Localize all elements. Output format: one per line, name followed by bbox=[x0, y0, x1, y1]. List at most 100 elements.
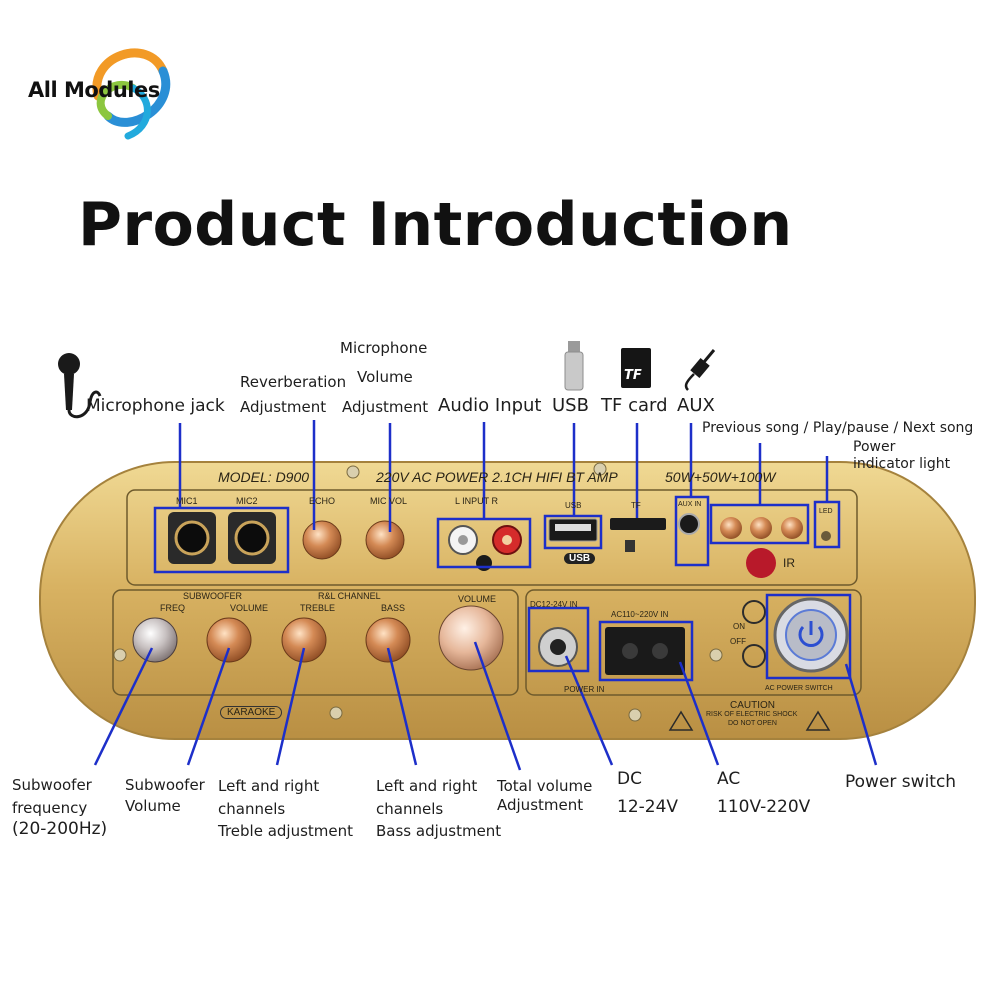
screw bbox=[329, 706, 343, 720]
plate-ir: IR bbox=[783, 556, 795, 570]
caution-triangle-icon bbox=[805, 710, 831, 731]
plate-model: MODEL: D900 bbox=[218, 469, 310, 485]
plate-usb: USB bbox=[565, 501, 582, 510]
plate-caution-sub1: RISK OF ELECTRIC SHOCK bbox=[706, 711, 798, 718]
callout-power-light-line2: indicator light bbox=[853, 456, 951, 472]
tf-card-glyph: TF bbox=[624, 368, 642, 383]
aux-plug-icon bbox=[684, 349, 716, 391]
tf-slot bbox=[610, 518, 666, 530]
plate-echo: ECHO bbox=[309, 496, 336, 506]
callout-sub-freq-line3: (20-200Hz) bbox=[12, 819, 108, 839]
logo-text: All Modules bbox=[28, 78, 160, 102]
callout-power-light-line1: Power bbox=[853, 439, 896, 455]
play-pause-knob bbox=[750, 517, 772, 539]
callout-bass-line1: Left and right bbox=[376, 777, 478, 795]
plate-led: LED bbox=[819, 508, 833, 515]
plate-caution-sub2: DO NOT OPEN bbox=[728, 720, 777, 727]
callout-bass-line2: channels bbox=[376, 800, 444, 818]
plate-subwoofer: SUBWOOFER bbox=[183, 591, 243, 601]
aux-jack bbox=[678, 513, 700, 535]
plate-mic-vol: MIC VOL bbox=[370, 496, 408, 506]
total-volume-knob bbox=[438, 605, 504, 671]
plate-input: L INPUT R bbox=[455, 496, 499, 506]
plate-tf: TF bbox=[631, 501, 641, 510]
brand-logo: All Modules bbox=[28, 36, 198, 146]
screw bbox=[346, 465, 360, 479]
callout-mic-volume-line3: Adjustment bbox=[342, 398, 429, 416]
callout-ac-line1: AC bbox=[717, 769, 741, 789]
ir-receiver-small bbox=[476, 555, 492, 571]
plate-on: ON bbox=[733, 622, 745, 631]
sub-volume-knob bbox=[206, 617, 252, 663]
callout-bass-line3: Bass adjustment bbox=[376, 822, 502, 840]
screw bbox=[593, 462, 607, 476]
on-indicator bbox=[742, 600, 766, 624]
callout-tf-card: TF card bbox=[601, 395, 668, 416]
plate-off: OFF bbox=[730, 637, 746, 646]
swirl-logo-icon bbox=[92, 48, 171, 140]
callout-treble-line1: Left and right bbox=[218, 777, 320, 795]
mic-jacks bbox=[168, 512, 276, 564]
callout-reverb-line1: Reverberation bbox=[240, 373, 347, 391]
callout-dc-line2: 12-24V bbox=[617, 797, 679, 817]
callout-sub-freq-line1: Subwoofer bbox=[12, 776, 92, 794]
plate-spec: 220V AC POWER 2.1CH HIFI BT AMP bbox=[376, 469, 618, 485]
plate-usb-badge: USB bbox=[564, 553, 596, 564]
callout-sub-volume-line2: Volume bbox=[125, 797, 181, 815]
plate-volume-main: VOLUME bbox=[458, 594, 497, 604]
plate-aux-in: AUX IN bbox=[678, 501, 702, 508]
plate-rl-channel: R&L CHANNEL bbox=[318, 591, 381, 601]
treble-knob bbox=[281, 617, 327, 663]
callout-box-ac bbox=[598, 620, 694, 682]
callout-reverb-line2: Adjustment bbox=[240, 398, 327, 416]
mic-vol-knob bbox=[365, 520, 405, 560]
plate-dc-in: DC12-24V IN bbox=[530, 600, 578, 609]
callout-sub-freq-line2: frequency bbox=[12, 799, 88, 817]
callout-song-controls: Previous song / Play/pause / Next song bbox=[702, 420, 974, 436]
callout-sub-volume-line1: Subwoofer bbox=[125, 776, 205, 794]
freq-knob bbox=[132, 617, 178, 663]
plate-caution: CAUTION bbox=[730, 700, 775, 711]
microphone-icon bbox=[58, 353, 102, 419]
callout-box-mic bbox=[153, 506, 290, 574]
callout-box-power bbox=[765, 593, 852, 680]
callout-usb: USB bbox=[552, 395, 589, 416]
prev-song-knob bbox=[720, 517, 742, 539]
callout-mic-jack: Microphone jack bbox=[86, 396, 225, 416]
plate-treble: TREBLE bbox=[300, 603, 336, 613]
plate-mic2: MIC2 bbox=[236, 496, 258, 506]
bass-knob bbox=[365, 617, 411, 663]
off-indicator bbox=[742, 644, 766, 668]
callout-power-switch: Power switch bbox=[845, 772, 957, 792]
plate-power-rating: 50W+50W+100W bbox=[665, 469, 776, 485]
ac-socket bbox=[605, 627, 685, 675]
plate-freq: FREQ bbox=[160, 603, 186, 613]
plate-volume-sub: VOLUME bbox=[230, 603, 269, 613]
power-led bbox=[821, 531, 831, 541]
plate-mic1: MIC1 bbox=[176, 496, 198, 506]
callout-total-volume-line2: Adjustment bbox=[497, 796, 584, 814]
tf-card-icon: TF bbox=[621, 348, 651, 388]
callout-audio-input: Audio Input bbox=[438, 395, 542, 416]
page-title: Product Introduction bbox=[78, 190, 793, 260]
callout-box-dc bbox=[527, 606, 590, 673]
callout-treble-line2: channels bbox=[218, 800, 286, 818]
caution-triangle-icon bbox=[668, 710, 694, 731]
next-song-knob bbox=[781, 517, 803, 539]
screw bbox=[113, 648, 127, 662]
screw bbox=[628, 708, 642, 722]
callout-dc-line1: DC bbox=[617, 769, 642, 789]
plate-karaoke: KARAOKE bbox=[220, 706, 283, 719]
plate-ac-in: AC110~220V IN bbox=[611, 610, 669, 619]
upper-panel bbox=[126, 489, 858, 586]
callout-treble-line3: Treble adjustment bbox=[218, 822, 354, 840]
plate-bass: BASS bbox=[381, 603, 406, 613]
callout-ac-line2: 110V-220V bbox=[717, 797, 811, 817]
ir-window bbox=[746, 548, 776, 578]
plate-power-in: POWER IN bbox=[564, 685, 605, 694]
callout-total-volume-line1: Total volume bbox=[497, 777, 593, 795]
lower-left-panel bbox=[112, 589, 519, 696]
callout-mic-volume-line2: Volume bbox=[357, 368, 413, 386]
callout-mic-volume-line1: Microphone bbox=[340, 339, 428, 357]
screw bbox=[709, 648, 723, 662]
